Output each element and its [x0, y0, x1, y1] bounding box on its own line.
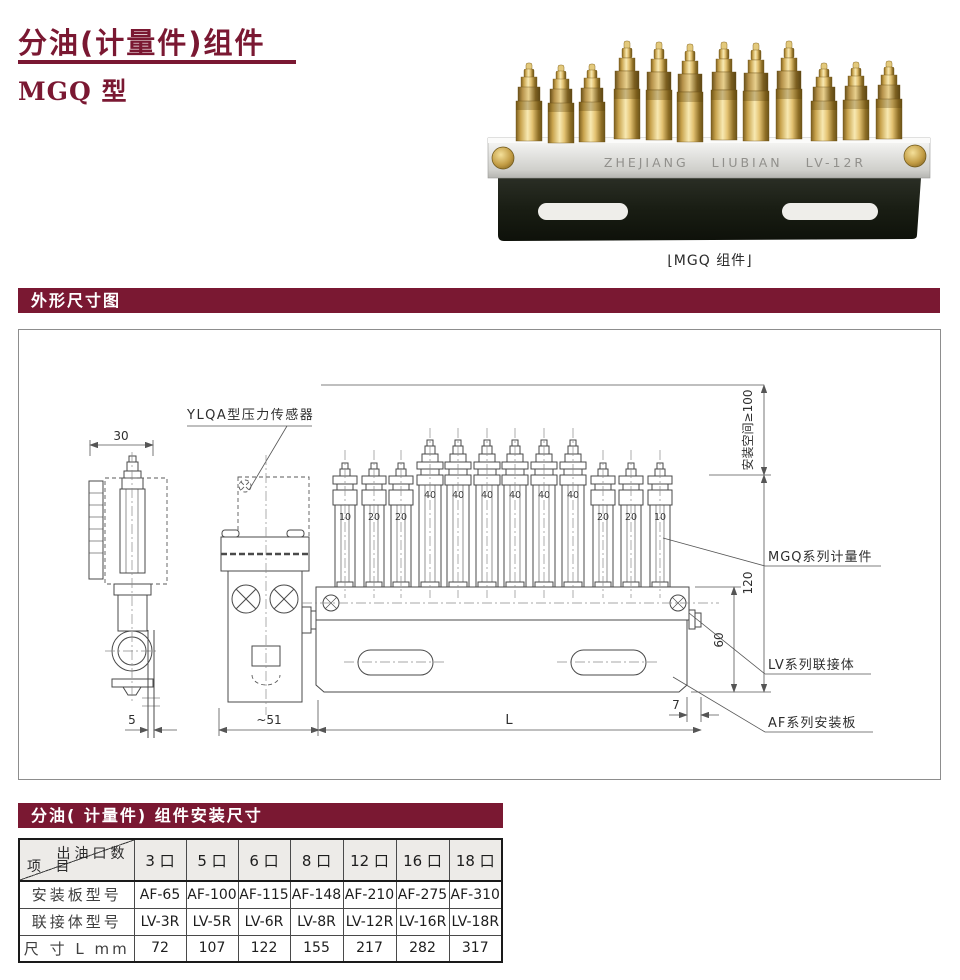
column-header: 18 口: [448, 838, 503, 882]
manifold-bar: [487, 137, 931, 179]
section-banner-outline-dimensions: 外形尺寸图: [18, 288, 940, 313]
svg-text:40: 40: [567, 490, 579, 501]
label-lv-series: LV系列联接体: [768, 657, 855, 673]
label-mgq-series: MGQ系列计量件: [768, 550, 873, 565]
column-header: 6 口: [237, 838, 291, 882]
svg-text:20: 20: [597, 512, 609, 523]
table-cell: 217: [342, 934, 397, 963]
end-view-with-sensor: YLQA型压力传感器 ~51: [186, 407, 324, 736]
dim-L: L: [505, 713, 513, 728]
front-view: 10 20 20 40 40 40 40 40 40 20 20 10: [302, 427, 719, 693]
outline-dimension-drawing: 30 5: [18, 329, 941, 780]
table-cell: AF-148: [289, 880, 344, 909]
dimensions: 安装空间≥100 120 60 7 L: [317, 384, 771, 736]
table-cell: AF-310: [448, 880, 503, 909]
manifold-screw: [903, 144, 927, 168]
svg-text:10: 10: [339, 512, 351, 523]
table-cell: 317: [448, 934, 503, 963]
column-header: 8 口: [289, 838, 344, 882]
table-cell: LV-8R: [289, 907, 344, 936]
svg-text:40: 40: [509, 490, 521, 501]
table-cell: AF-65: [133, 880, 187, 909]
dim-51: ~51: [256, 713, 281, 727]
table-cell: AF-275: [395, 880, 450, 909]
model-subtitle: MGQ 型: [18, 77, 128, 106]
table-cell: AF-210: [342, 880, 397, 909]
plate-slot: [782, 203, 878, 220]
table-cell: LV-3R: [133, 907, 187, 936]
manifold-engraving: ZHEJIANG LIUBIAN LV-12R: [604, 155, 866, 170]
table-cell: LV-12R: [342, 907, 397, 936]
column-header: 12 口: [342, 838, 397, 882]
column-header: 16 口: [395, 838, 450, 882]
table-cell: 122: [237, 934, 291, 963]
table-cell: LV-16R: [395, 907, 450, 936]
corner-label-outlets: 出油口数: [56, 846, 129, 862]
svg-text:20: 20: [368, 512, 380, 523]
title-underline: [18, 60, 296, 64]
table-row-connector: 联接体型号 LV-3R LV-5R LV-6R LV-8R LV-12R LV-…: [18, 907, 503, 936]
side-view: 30 5: [88, 429, 177, 738]
install-dimensions-table: 出油口数 项 目 3 口 5 口 6 口 8 口 12 口 16 口 18 口 …: [18, 838, 503, 963]
corner-label-item: 项 目: [27, 859, 75, 875]
sensor-label: YLQA型压力传感器: [186, 407, 314, 423]
svg-text:40: 40: [481, 490, 493, 501]
plate-slot: [538, 203, 628, 220]
column-header: 5 口: [185, 838, 239, 882]
table-cell: LV-6R: [237, 907, 291, 936]
mounting-plate: [498, 178, 921, 241]
dim-120: 120: [741, 572, 755, 595]
row-label: 尺 寸 L mm: [18, 934, 135, 963]
product-photo: ZHEJIANG LIUBIAN LV-12R: [487, 40, 931, 241]
svg-text:40: 40: [424, 490, 436, 501]
dim-space: 安装空间≥100: [740, 390, 755, 471]
table-cell: 155: [289, 934, 344, 963]
table-cell: AF-100: [185, 880, 239, 909]
column-header: 3 口: [133, 838, 187, 882]
svg-text:10: 10: [654, 512, 666, 523]
table-corner-cell: 出油口数 项 目: [18, 838, 135, 882]
table-row-mounting-plate: 安装板型号 AF-65 AF-100 AF-115 AF-148 AF-210 …: [18, 880, 503, 909]
photo-caption: ⌊MGQ 组件⌋: [667, 253, 753, 269]
part-labels: MGQ系列计量件 LV系列联接体 AF系列安装板: [662, 537, 881, 733]
row-label: 安装板型号: [18, 880, 135, 909]
page-title: 分油(计量件)组件: [18, 26, 266, 60]
row-label: 联接体型号: [18, 907, 135, 936]
dim-30: 30: [113, 429, 128, 443]
section-banner-install-dimensions: 分油( 计量件) 组件安装尺寸: [18, 803, 503, 828]
table-row-length: 尺 寸 L mm 72 107 122 155 217 282 317: [18, 934, 503, 963]
table-cell: 107: [185, 934, 239, 963]
table-cell: LV-18R: [448, 907, 503, 936]
svg-text:40: 40: [538, 490, 550, 501]
table-cell: 282: [395, 934, 450, 963]
svg-text:20: 20: [395, 512, 407, 523]
manifold-screw: [491, 146, 515, 170]
svg-text:40: 40: [452, 490, 464, 501]
svg-text:20: 20: [625, 512, 637, 523]
label-af-series: AF系列安装板: [768, 716, 856, 731]
dim-60: 60: [712, 632, 726, 647]
table-cell: 72: [133, 934, 187, 963]
table-cell: AF-115: [237, 880, 291, 909]
dim-7: 7: [672, 698, 680, 712]
table-cell: LV-5R: [185, 907, 239, 936]
dim-5: 5: [128, 713, 136, 727]
